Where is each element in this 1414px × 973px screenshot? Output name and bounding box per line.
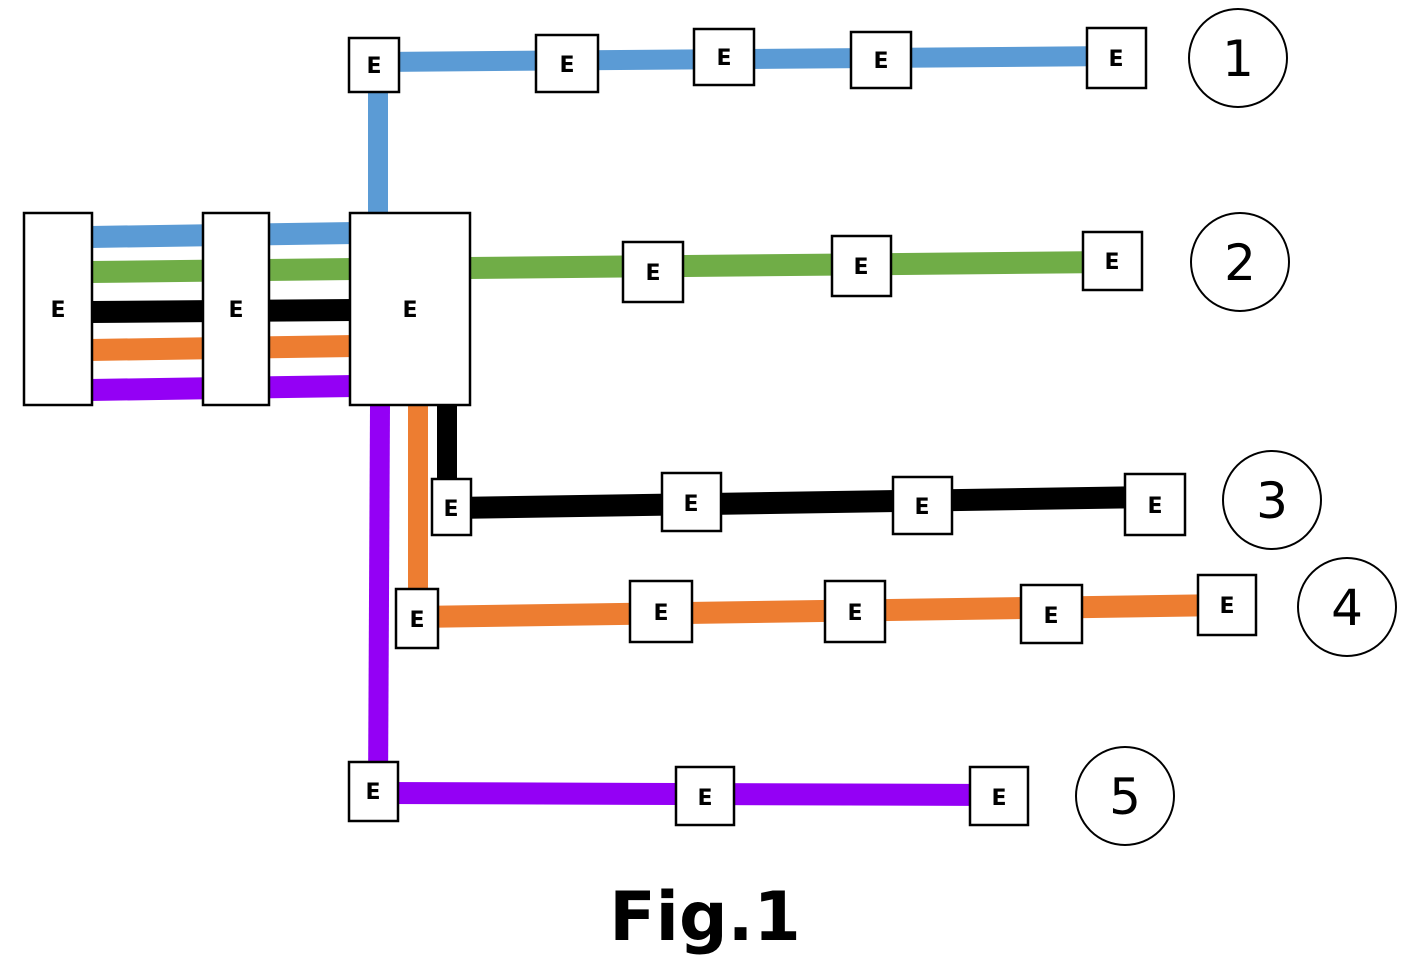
svg-text:E: E bbox=[1043, 604, 1058, 629]
line1-node: E bbox=[1085, 26, 1148, 90]
line5-node: E bbox=[347, 760, 400, 823]
line2-path bbox=[467, 251, 1113, 279]
line5-node: E bbox=[968, 765, 1030, 827]
svg-text:E: E bbox=[365, 780, 380, 805]
line1-node: E bbox=[692, 27, 756, 87]
svg-text:E: E bbox=[443, 497, 458, 522]
line-number-2: 2 bbox=[1190, 212, 1290, 312]
figure-caption: Fig.1 bbox=[609, 878, 801, 957]
line2-node: E bbox=[1081, 230, 1144, 292]
svg-text:2: 2 bbox=[1224, 234, 1256, 292]
svg-text:E: E bbox=[1147, 494, 1162, 519]
svg-text:5: 5 bbox=[1109, 768, 1141, 826]
svg-text:E: E bbox=[683, 492, 698, 517]
line3-node: E bbox=[891, 475, 954, 536]
node-relay: E bbox=[201, 211, 271, 407]
svg-text:4: 4 bbox=[1331, 579, 1363, 637]
svg-text:E: E bbox=[853, 255, 868, 280]
line-number-3: 3 bbox=[1222, 450, 1322, 550]
svg-text:E: E bbox=[991, 786, 1006, 811]
svg-text:E: E bbox=[50, 298, 65, 323]
line3-node: E bbox=[660, 471, 723, 533]
svg-text:E: E bbox=[559, 53, 574, 78]
line-number-5: 5 bbox=[1075, 746, 1175, 846]
svg-text:E: E bbox=[228, 298, 243, 323]
line1-node: E bbox=[534, 33, 600, 94]
svg-text:E: E bbox=[402, 298, 417, 323]
node-hub: E bbox=[348, 211, 472, 407]
line4-node: E bbox=[628, 579, 694, 644]
svg-text:E: E bbox=[697, 786, 712, 811]
line3-node: E bbox=[430, 477, 473, 537]
line3-node: E bbox=[1123, 472, 1187, 537]
svg-text:E: E bbox=[873, 49, 888, 74]
line-number-1: 1 bbox=[1188, 8, 1288, 108]
line2-node: E bbox=[621, 240, 685, 304]
line4-node: E bbox=[1196, 573, 1258, 637]
svg-text:E: E bbox=[1219, 594, 1234, 619]
svg-text:E: E bbox=[653, 601, 668, 626]
line4-node: E bbox=[823, 579, 887, 644]
svg-text:E: E bbox=[366, 54, 381, 79]
svg-text:E: E bbox=[1108, 47, 1123, 72]
line1-node: E bbox=[347, 36, 401, 94]
line4-path bbox=[408, 405, 1228, 628]
svg-text:3: 3 bbox=[1256, 472, 1288, 530]
line1-node: E bbox=[849, 30, 913, 90]
svg-text:E: E bbox=[409, 608, 424, 633]
svg-text:E: E bbox=[1104, 250, 1119, 275]
line-number-4: 4 bbox=[1297, 557, 1397, 657]
svg-text:E: E bbox=[645, 261, 660, 286]
line4-node: E bbox=[394, 587, 440, 650]
svg-text:E: E bbox=[716, 46, 731, 71]
line5-node: E bbox=[674, 765, 736, 827]
svg-text:E: E bbox=[847, 601, 862, 626]
svg-text:1: 1 bbox=[1222, 30, 1254, 88]
line2-node: E bbox=[830, 234, 893, 298]
line4-node: E bbox=[1019, 583, 1084, 645]
node-source: E bbox=[22, 211, 94, 407]
svg-text:E: E bbox=[914, 495, 929, 520]
line3-path bbox=[437, 405, 1156, 519]
